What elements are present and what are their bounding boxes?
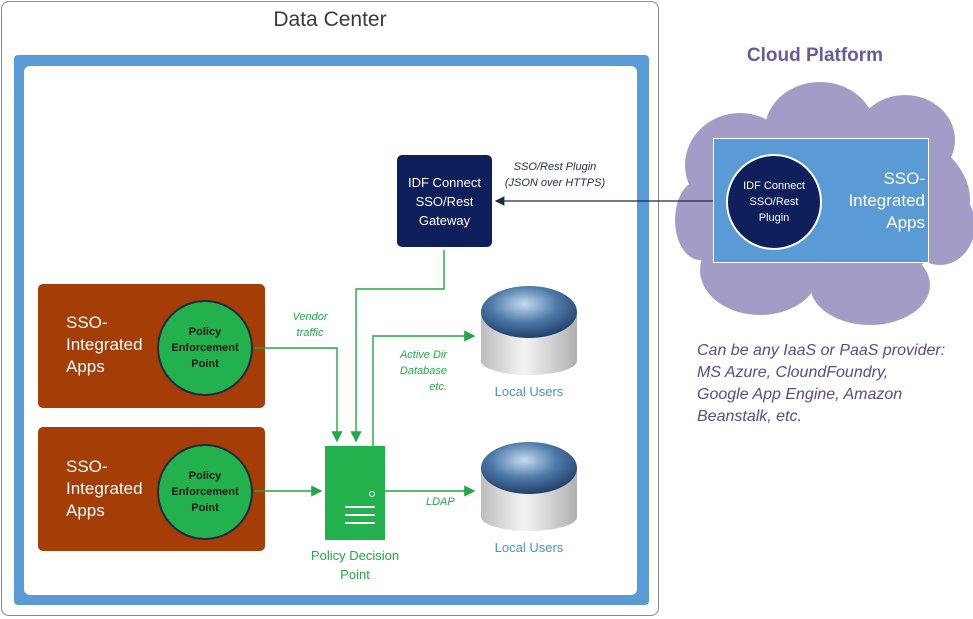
sso-apps-label-1: SSO- Integrated Apps xyxy=(66,313,143,376)
gateway-label: IDF Connect SSO/Rest Gateway xyxy=(408,174,481,228)
pep-label-2: Policy Enforcement Point xyxy=(171,470,239,514)
cloud-apps-label: SSO- Integrated Apps xyxy=(848,169,925,232)
pdp-label: Policy Decision Point xyxy=(310,548,400,582)
cloud-platform-title: Cloud Platform xyxy=(746,45,884,66)
local-users-db-1 xyxy=(481,286,577,375)
green-connectors xyxy=(255,250,476,497)
data-center-title: Data Center xyxy=(273,8,387,31)
pep-circle-1: Policy Enforcement Point xyxy=(157,300,253,396)
vendor-traffic-label: Vendor traffic xyxy=(292,311,328,339)
local-users-db-2 xyxy=(481,442,577,531)
pep-circle-2: Policy Enforcement Point xyxy=(157,444,253,540)
pep-label-1: Policy Enforcement Point xyxy=(171,326,239,370)
sso-apps-label-2: SSO- Integrated Apps xyxy=(66,457,143,520)
active-dir-label: Active Dir Database etc. xyxy=(399,349,447,393)
ldap-label: LDAP xyxy=(426,496,455,508)
plugin-note: SSO/Rest Plugin (JSON over HTTPS) xyxy=(504,161,606,189)
local-users-label-2: Local Users xyxy=(494,540,564,555)
cloud-plugin-label: IDF Connect SSO/Rest Plugin xyxy=(743,180,805,224)
idf-gateway-box: IDF Connect SSO/Rest Gateway xyxy=(397,155,492,247)
pdp-server-icon xyxy=(325,446,385,540)
cloud-provider-note: Can be any IaaS or PaaS provider: MS Azu… xyxy=(697,342,946,425)
cloud-plugin-circle: IDF Connect SSO/Rest Plugin xyxy=(726,154,822,250)
local-users-label-1: Local Users xyxy=(494,384,564,399)
